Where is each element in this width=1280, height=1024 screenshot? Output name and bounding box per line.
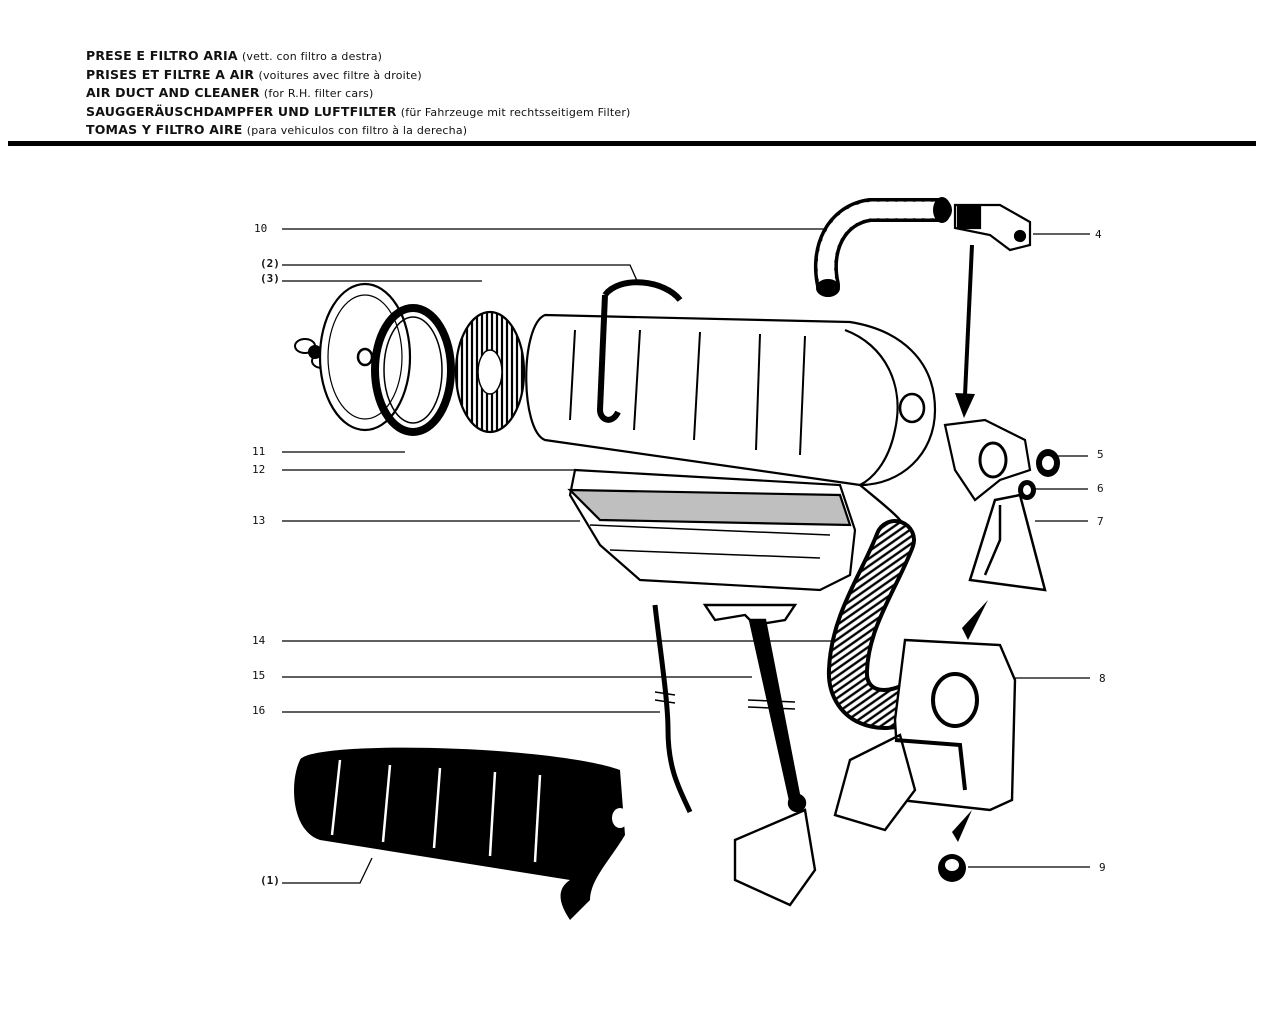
intake-elbow — [943, 418, 1032, 502]
title-english: AIR DUCT AND CLEANER (for R.H. filter ca… — [86, 85, 374, 100]
callout-9: 9 — [1099, 861, 1106, 874]
callout-12: 12 — [252, 463, 266, 476]
callout-8: 8 — [1099, 672, 1106, 685]
title-italian: PRESE E FILTRO ARIA (vett. con filtro a … — [86, 48, 383, 63]
callout-11: 11 — [252, 445, 266, 458]
callout-1: (1) — [260, 874, 280, 887]
callout-2: (2) — [260, 257, 280, 270]
grommet-6 — [1018, 480, 1036, 500]
callout-13: 13 — [252, 514, 266, 527]
corrugated-duct — [827, 519, 936, 730]
bracket-7 — [968, 493, 1047, 592]
assembly-arrow-4 — [955, 244, 975, 418]
hose-10 — [813, 197, 952, 297]
callout-15: 15 — [252, 669, 266, 682]
callout-16: 16 — [252, 704, 266, 717]
connector-4 — [953, 203, 1032, 252]
intake-box-8 — [833, 638, 1017, 832]
seal-ring — [371, 304, 455, 436]
title-german: SAUGGERÄUSCHDAMPFER UND LUFTFILTER (für … — [86, 103, 631, 119]
filter-tray — [567, 468, 857, 592]
plug-9 — [938, 854, 966, 882]
support-arm-15 — [702, 603, 817, 907]
clamp-strap — [596, 279, 683, 423]
callout-7: 7 — [1097, 515, 1104, 528]
callout-6: 6 — [1097, 482, 1104, 495]
callout-4: 4 — [1095, 228, 1102, 241]
title-spanish: TOMAS Y FILTRO AIRE (para vehiculos con … — [86, 122, 468, 137]
leader-lines — [282, 228, 1090, 884]
drain-tube-16 — [652, 604, 693, 814]
title-french: PRISES ET FILTRE A AIR (voitures avec fi… — [86, 66, 422, 82]
callout-3: (3) — [260, 272, 280, 285]
callout-5: 5 — [1097, 448, 1104, 461]
callout-14: 14 — [252, 634, 266, 647]
callout-10: 10 — [254, 222, 268, 235]
rubber-cap-5 — [1036, 449, 1060, 477]
filter-cover — [318, 282, 412, 432]
filter-element — [454, 310, 526, 434]
assembly-arrows-8 — [952, 600, 988, 842]
header-divider — [8, 141, 1256, 146]
diagram-title-block: PRESE E FILTRO ARIA (vett. con filtro a … — [86, 47, 631, 140]
silencer-1 — [294, 747, 628, 920]
